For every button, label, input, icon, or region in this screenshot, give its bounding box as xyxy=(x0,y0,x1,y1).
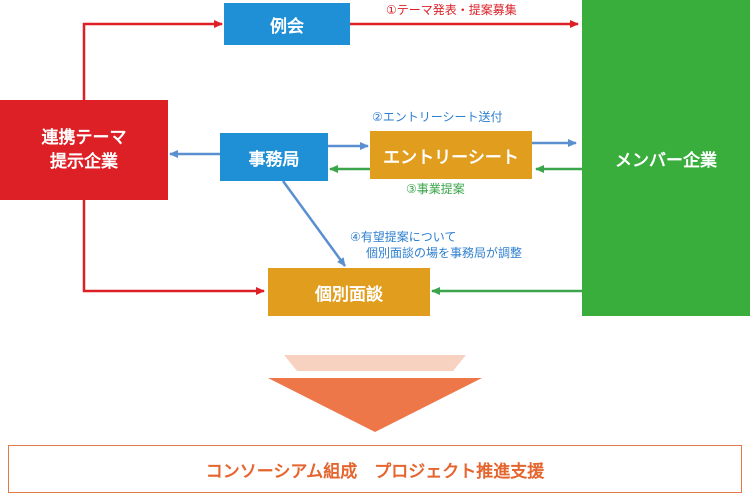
step4-label-line2: 個別面談の場を事務局が調整 xyxy=(366,246,523,260)
entry-sheet-label: エントリーシート xyxy=(383,147,519,168)
member-company-box: メンバー企業 xyxy=(582,0,750,316)
interview-box: 個別面談 xyxy=(268,268,430,316)
jimukyoku-label: 事務局 xyxy=(248,149,300,170)
step3-label: ③事業提案 xyxy=(406,182,465,196)
reikai-box: 例会 xyxy=(224,3,350,45)
theme-company-box: 連携テーマ 提示企業 xyxy=(0,100,168,200)
entry-sheet-box: エントリーシート xyxy=(370,131,532,179)
interview-label: 個別面談 xyxy=(315,284,383,305)
arrow-theme-to-reikai xyxy=(82,20,223,100)
funnel-arrow xyxy=(268,378,482,432)
theme-company-label-line1: 連携テーマ xyxy=(41,128,127,148)
step4-label-line1: ④有望提案について xyxy=(350,230,457,244)
step2-label: ②エントリーシート送付 xyxy=(372,110,503,124)
step1-label: ①テーマ発表・提案募集 xyxy=(386,3,517,17)
arrow-theme-to-interview xyxy=(82,200,265,295)
result-text: コンソーシアム組成 プロジェクト推進支援 xyxy=(205,461,545,482)
result-banner: コンソーシアム組成 プロジェクト推進支援 xyxy=(8,445,742,493)
reikai-label: 例会 xyxy=(270,16,304,37)
theme-company-label-line2: 提示企業 xyxy=(50,152,118,172)
funnel-light xyxy=(284,355,466,371)
jimukyoku-box: 事務局 xyxy=(220,133,328,181)
member-company-label: メンバー企業 xyxy=(615,150,717,171)
arrow-jimukyoku-to-interview xyxy=(281,180,347,267)
